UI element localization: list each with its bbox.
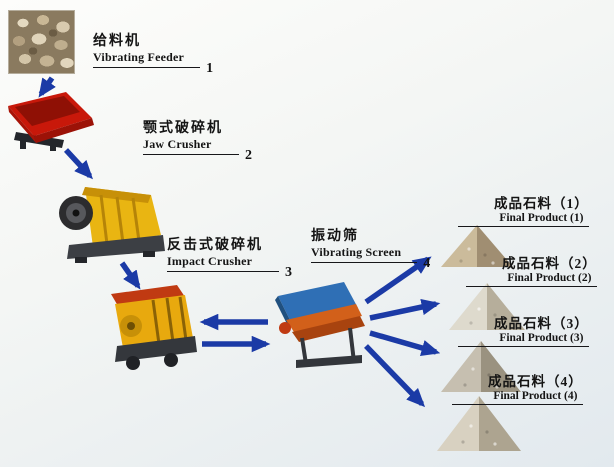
label-jaw-crusher: 颚式破碎机 Jaw Crusher 2 — [143, 117, 252, 163]
label-final-product-4-en: Final Product (4) — [493, 390, 578, 402]
label-final-product-3: 成品石料（3） Final Product (3) — [458, 312, 589, 347]
label-final-product-3-zh: 成品石料（3） — [494, 316, 589, 331]
label-vibrating-feeder-zh: 给料机 — [93, 34, 141, 49]
label-final-product-2-zh: 成品石料（2） — [502, 256, 597, 271]
label-vibrating-screen: 振动筛 Vibrating Screen 4 — [311, 225, 430, 271]
label-jaw-crusher-zh: 颚式破碎机 — [143, 121, 223, 136]
product-pile-4 — [437, 396, 521, 451]
screen-deck-upper — [286, 304, 362, 332]
label-final-product-2: 成品石料（2） Final Product (2) — [466, 252, 597, 287]
label-final-product-1: 成品石料（1） Final Product (1) — [458, 192, 589, 227]
product-pile-1 — [441, 225, 513, 267]
label-vibrating-screen-en: Vibrating Screen — [311, 245, 402, 259]
vibrating-feeder-illustration — [8, 92, 94, 151]
arrow-screen-to-product1 — [364, 256, 432, 305]
screen-body — [278, 282, 358, 324]
arrow-screen-to-product4 — [364, 344, 426, 408]
label-vibrating-feeder-en: Vibrating Feeder — [93, 50, 185, 64]
jaw-crusher-illustration — [59, 187, 165, 263]
stage-number-2: 2 — [245, 148, 252, 163]
label-final-product-2-en: Final Product (2) — [507, 272, 592, 284]
label-final-product-4: 成品石料（4） Final Product (4) — [452, 370, 583, 405]
label-final-product-1-zh: 成品石料（1） — [494, 196, 589, 211]
label-vibrating-screen-zh: 振动筛 — [311, 229, 359, 244]
stage-number-1: 1 — [206, 61, 214, 76]
stage-number-4: 4 — [423, 256, 431, 271]
label-jaw-crusher-en: Jaw Crusher — [143, 137, 212, 151]
raw-material-photo — [8, 10, 75, 74]
label-final-product-3-en: Final Product (3) — [499, 332, 584, 344]
product-pile-2 — [449, 283, 525, 330]
stage-number-3: 3 — [285, 265, 292, 280]
arrow-screen-to-product3 — [369, 330, 441, 356]
label-impact-crusher: 反击式破碎机 Impact Crusher 3 — [167, 234, 292, 280]
label-vibrating-feeder: 给料机 Vibrating Feeder 1 — [93, 30, 213, 76]
screen-motor — [279, 322, 291, 334]
screen-deck-lower — [292, 316, 365, 342]
label-impact-crusher-en: Impact Crusher — [167, 254, 253, 268]
arrow-screen-to-product2 — [369, 298, 441, 321]
vibrating-screen-illustration — [275, 282, 365, 368]
product-pile-3 — [441, 341, 521, 392]
label-final-product-4-zh: 成品石料（4） — [488, 374, 583, 389]
label-impact-crusher-zh: 反击式破碎机 — [167, 238, 263, 253]
impact-crusher-illustration — [111, 285, 197, 370]
label-final-product-1-en: Final Product (1) — [499, 212, 584, 224]
